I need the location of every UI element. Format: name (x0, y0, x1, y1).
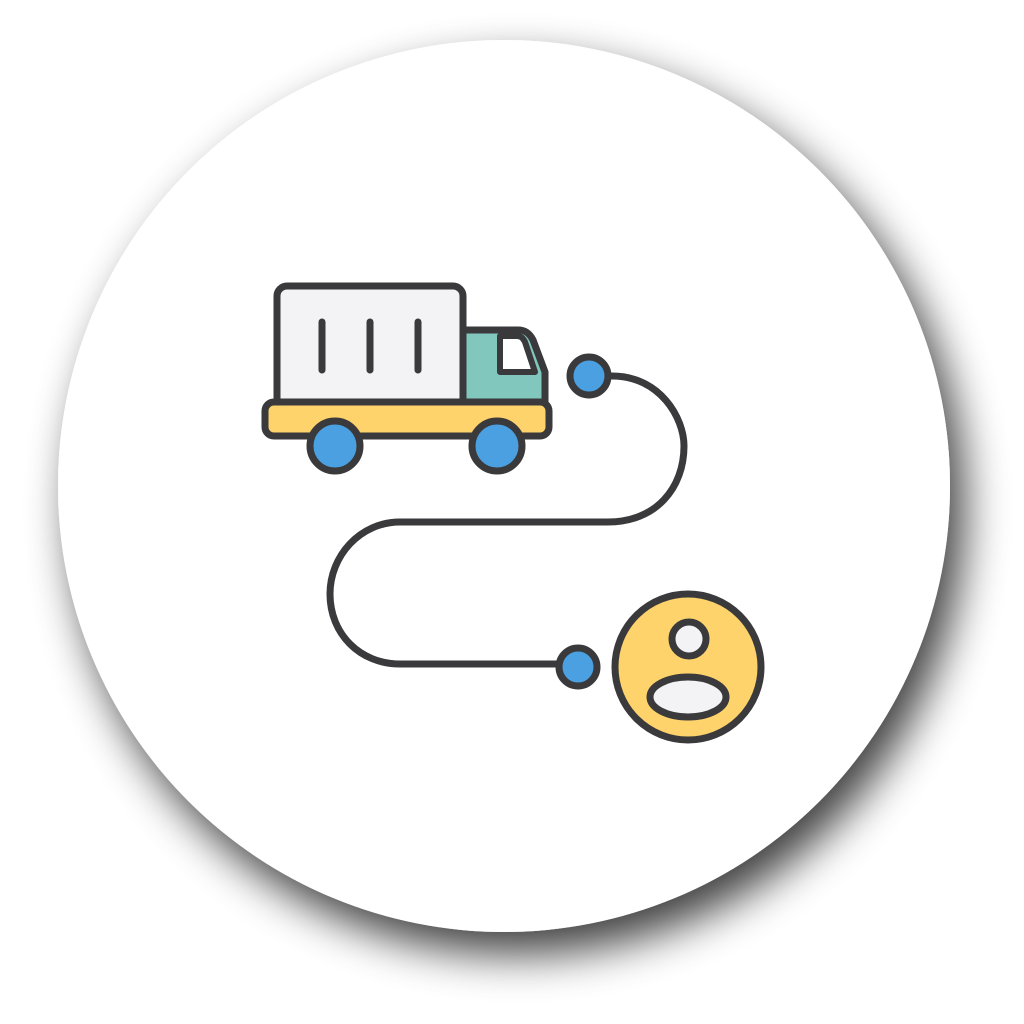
route-path (326, 372, 688, 668)
truck-icon (261, 282, 553, 475)
truck-wheel-front (468, 417, 526, 475)
badge-circle (58, 40, 950, 932)
user-head (668, 618, 710, 660)
route-start-dot (566, 353, 612, 399)
customer-user-icon (611, 590, 765, 744)
route-end-dot (555, 644, 601, 690)
truck-window (497, 333, 538, 375)
user-body (646, 673, 730, 721)
truck-wheel-rear (306, 417, 364, 475)
